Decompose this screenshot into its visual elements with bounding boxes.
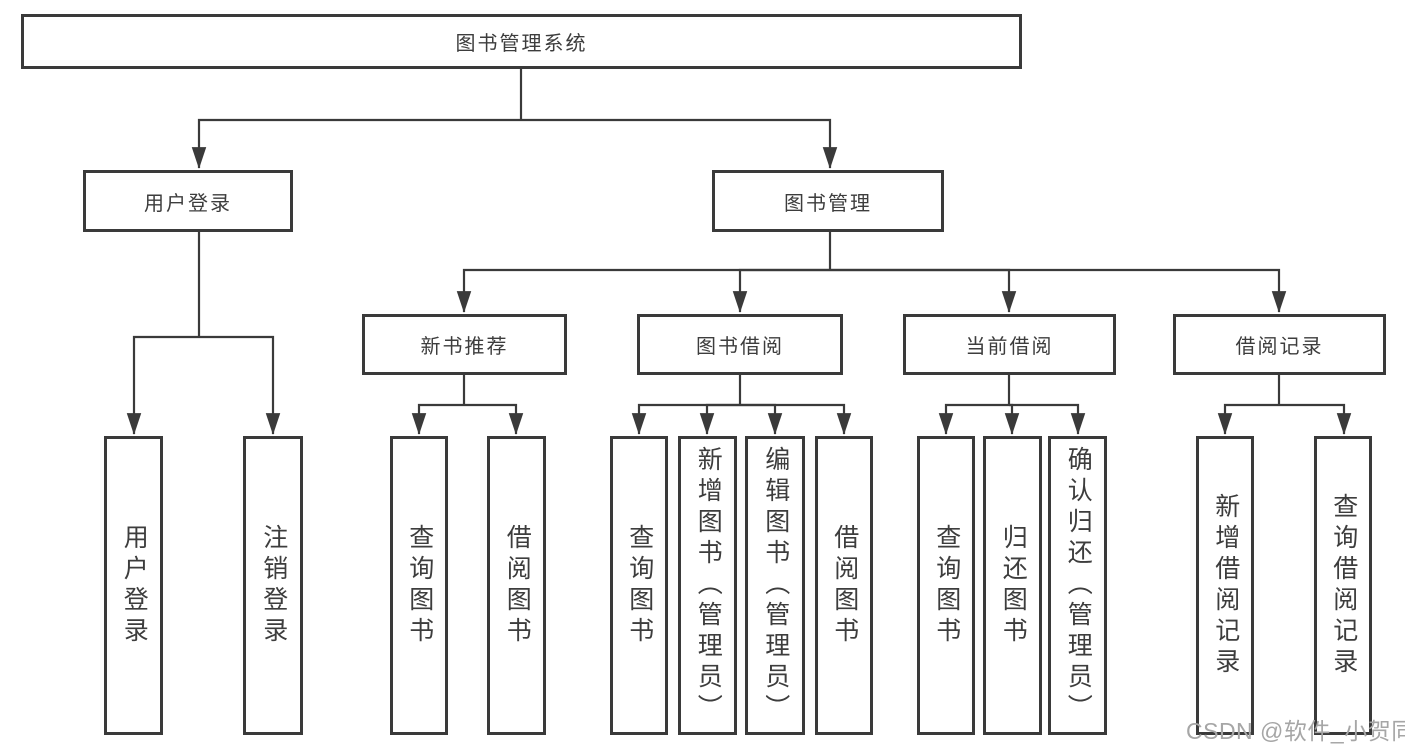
arrow-bb-leaf-3	[740, 403, 783, 435]
arrow-to-user-login	[191, 118, 521, 169]
leaf-label: 查询图书	[625, 523, 654, 648]
arrow-to-leaf-user-login	[126, 335, 199, 435]
arrow-to-borrow-records	[830, 268, 1287, 313]
leaf-label: 查询图书	[405, 523, 434, 648]
arrow-to-leaf-logout	[199, 335, 281, 435]
leaf-edit-books-admin: 编辑图书（管理员）	[745, 436, 805, 735]
leaf-label: 查询图书	[932, 523, 961, 648]
arrow-bb-leaf-1	[631, 403, 740, 435]
node-current-borrow: 当前借阅	[903, 314, 1116, 375]
node-root-system: 图书管理系统	[21, 14, 1022, 69]
arrow-cb-leaf-1	[938, 403, 1009, 435]
arrow-nbr-leaf-2	[464, 403, 524, 435]
arrow-to-book-management	[521, 118, 838, 169]
leaf-query-books-recommend: 查询图书	[390, 436, 448, 735]
leaf-label: 新增借阅记录	[1211, 492, 1240, 679]
leaf-borrow-books-recommend: 借阅图书	[487, 436, 546, 735]
node-book-management: 图书管理	[712, 170, 944, 232]
csdn-watermark: CSDN @软件_小贺同学	[1186, 718, 1405, 744]
arrow-br-leaf-2	[1279, 403, 1352, 435]
leaf-add-borrow-record: 新增借阅记录	[1196, 436, 1254, 735]
leaf-label: 归还图书	[999, 523, 1028, 648]
leaf-label: 编辑图书（管理员）	[761, 446, 790, 725]
leaf-label: 注销登录	[259, 523, 288, 648]
arrow-nbr-leaf-1	[411, 403, 464, 435]
arrow-bb-leaf-4	[740, 403, 852, 435]
leaf-label: 借阅图书	[830, 523, 859, 648]
leaf-confirm-return-admin: 确认归还（管理员）	[1048, 436, 1107, 735]
node-user-login: 用户登录	[83, 170, 293, 232]
leaf-query-borrow-record: 查询借阅记录	[1314, 436, 1372, 735]
arrow-to-new-book-recommend	[456, 268, 830, 313]
leaf-label: 新增图书（管理员）	[694, 446, 723, 725]
leaf-query-books-borrow: 查询图书	[610, 436, 668, 735]
leaf-label: 借阅图书	[503, 523, 532, 648]
leaf-label: 确认归还（管理员）	[1064, 446, 1093, 725]
leaf-logout: 注销登录	[243, 436, 303, 735]
arrow-to-book-borrow	[732, 268, 830, 313]
leaf-label: 查询借阅记录	[1329, 492, 1358, 679]
arrow-cb-leaf-3	[1009, 403, 1086, 435]
arrow-bb-leaf-2	[699, 403, 740, 435]
leaf-add-books-admin: 新增图书（管理员）	[678, 436, 737, 735]
leaf-user-login: 用户登录	[104, 436, 163, 735]
node-book-borrow: 图书借阅	[637, 314, 843, 375]
node-borrow-records: 借阅记录	[1173, 314, 1386, 375]
arrow-cb-leaf-2	[1004, 403, 1020, 435]
leaf-label: 用户登录	[120, 523, 149, 648]
node-new-book-recommend: 新书推荐	[362, 314, 567, 375]
arrow-br-leaf-1	[1217, 403, 1279, 435]
arrow-to-current-borrow	[830, 268, 1017, 313]
leaf-borrow-books: 借阅图书	[815, 436, 873, 735]
leaf-query-books-current: 查询图书	[917, 436, 975, 735]
leaf-return-books: 归还图书	[983, 436, 1042, 735]
